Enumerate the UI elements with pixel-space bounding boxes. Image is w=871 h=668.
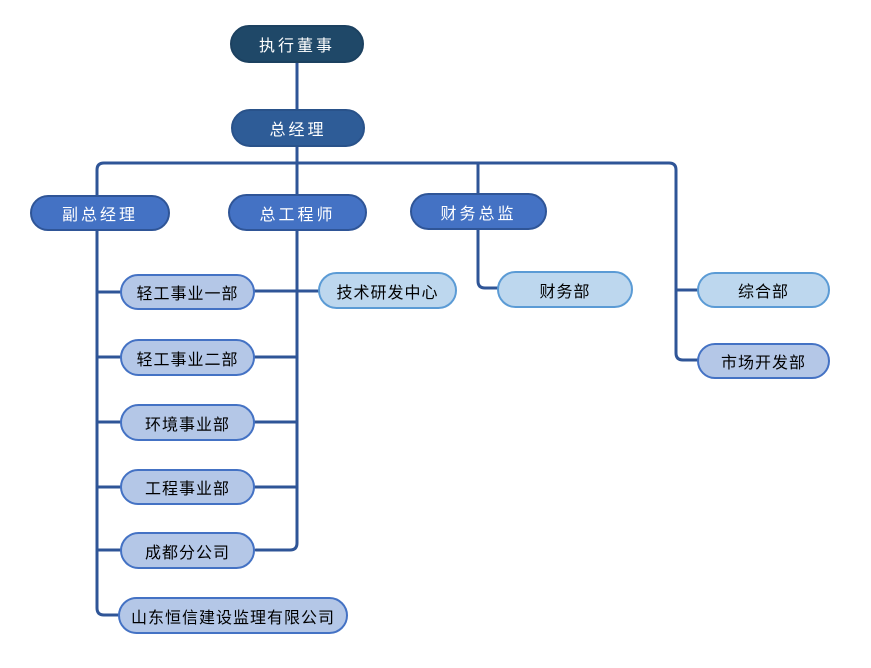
node-general-affairs-dept: 综合部 xyxy=(697,272,830,308)
connector-middle-vertical xyxy=(254,145,299,552)
node-light-industry-div-2: 轻工事业二部 xyxy=(120,339,255,376)
node-executive-director: 执行董事 xyxy=(230,25,364,63)
node-environment-div: 环境事业部 xyxy=(120,404,255,441)
node-finance-director: 财务总监 xyxy=(410,193,547,230)
node-chengdu-branch: 成都分公司 xyxy=(120,532,255,569)
node-general-manager: 总经理 xyxy=(231,109,365,147)
node-shandong-hengxin-supervision-company: 山东恒信建设监理有限公司 xyxy=(118,597,348,634)
connector-finance-vertical xyxy=(476,161,499,290)
node-deputy-general-manager: 副总经理 xyxy=(30,195,170,231)
node-finance-dept: 财务部 xyxy=(497,271,633,308)
node-tech-rd-center: 技术研发中心 xyxy=(318,272,457,309)
node-market-development-dept: 市场开发部 xyxy=(697,343,830,379)
node-chief-engineer: 总工程师 xyxy=(228,194,367,231)
node-engineering-div: 工程事业部 xyxy=(120,469,255,505)
node-light-industry-div-1: 轻工事业一部 xyxy=(120,274,255,310)
connector-trunk xyxy=(95,161,699,617)
